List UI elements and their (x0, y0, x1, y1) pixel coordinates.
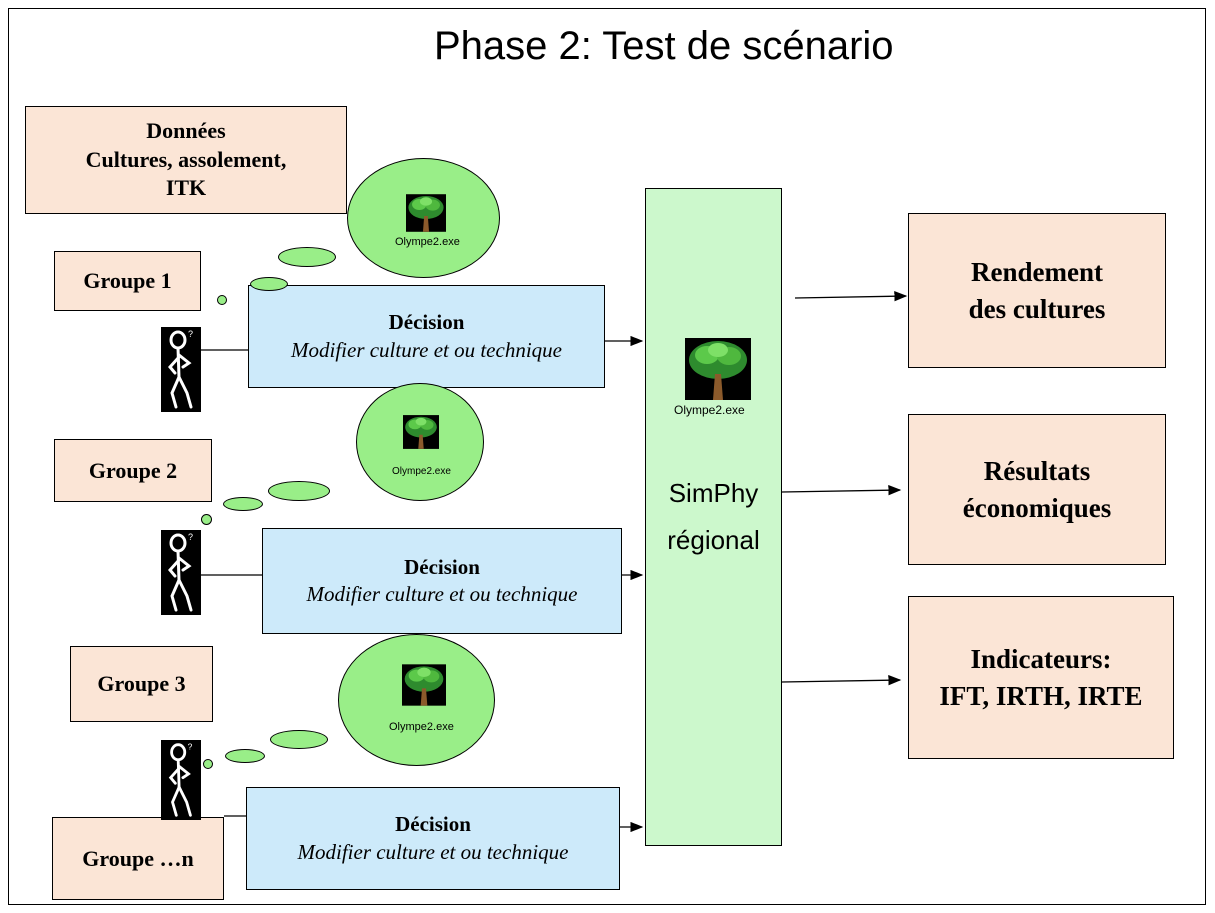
output-line1: Résultats (983, 456, 1091, 487)
output-line1: Rendement (971, 257, 1103, 288)
tree-icon (685, 338, 751, 400)
thought-bubble (217, 295, 227, 305)
thought-bubble (278, 247, 336, 267)
output-arrow-1 (794, 291, 908, 302)
data-box-line2: Cultures, assolement, (85, 146, 287, 172)
thought-icon-caption: Olympe2.exe (389, 721, 454, 733)
output-line2: économiques (962, 492, 1112, 523)
group-label: Groupe 2 (88, 457, 178, 483)
decision-title: Décision (395, 812, 471, 837)
thinking-person-icon: ? (161, 530, 201, 615)
output-line2: IFT, IRTH, IRTE (939, 680, 1143, 711)
thought-bubble (268, 481, 330, 501)
decision-box-1: Décision Modifier culture et ou techniqu… (248, 285, 605, 388)
simphy-line2: régional (667, 524, 760, 555)
svg-text:?: ? (188, 329, 193, 339)
group-box-1: Groupe 1 (54, 251, 201, 311)
simphy-line1: SimPhy (668, 478, 759, 508)
output-arrow-3 (781, 674, 902, 686)
decision-subtitle: Modifier culture et ou technique (291, 337, 562, 362)
output-arrow-2 (781, 484, 902, 496)
simphy-label: SimPhy régional (645, 470, 782, 564)
output-box-resultats: Résultats économiques (908, 414, 1166, 565)
output-line2: des cultures (968, 293, 1106, 324)
output-box-indicateurs: Indicateurs: IFT, IRTH, IRTE (908, 596, 1174, 759)
decision-subtitle: Modifier culture et ou technique (306, 582, 578, 606)
thought-bubble (201, 514, 212, 525)
simphy-icon-caption: Olympe2.exe (674, 403, 745, 417)
tree-icon (402, 664, 446, 706)
simphy-box (645, 188, 782, 846)
thought-icon-caption: Olympe2.exe (392, 466, 451, 477)
svg-text:?: ? (188, 532, 193, 542)
group-label: Groupe …n (82, 845, 194, 871)
thought-bubble (250, 277, 288, 291)
group-box-3: Groupe 3 (70, 646, 213, 722)
decision-subtitle: Modifier culture et ou technique (297, 839, 569, 864)
thought-bubble (223, 497, 263, 511)
thought-icon-caption: Olympe2.exe (395, 236, 460, 248)
group-box-2: Groupe 2 (54, 439, 212, 502)
group-label: Groupe 3 (97, 671, 186, 696)
data-box: Données Cultures, assolement, ITK (25, 106, 347, 214)
thought-bubble (203, 759, 213, 769)
output-line1: Indicateurs: (970, 644, 1112, 675)
decision-box-2: Décision Modifier culture et ou techniqu… (262, 528, 622, 634)
tree-icon (403, 415, 439, 449)
data-box-line1: Données (146, 118, 226, 144)
output-box-rendement: Rendement des cultures (908, 213, 1166, 368)
group-label: Groupe 1 (83, 268, 172, 293)
svg-text:?: ? (188, 741, 193, 751)
decision-title: Décision (404, 554, 480, 579)
group-box-n: Groupe …n (52, 817, 224, 900)
thinking-person-icon: ? (161, 327, 201, 412)
decision-box-3: Décision Modifier culture et ou techniqu… (246, 787, 620, 890)
slide-title: Phase 2: Test de scénario (434, 24, 894, 68)
thinking-person-icon: ? (161, 740, 201, 820)
tree-icon (406, 194, 446, 232)
data-box-line3: ITK (165, 175, 207, 201)
decision-title: Décision (388, 310, 465, 335)
thought-bubble (225, 749, 265, 763)
thought-bubble (270, 730, 328, 749)
